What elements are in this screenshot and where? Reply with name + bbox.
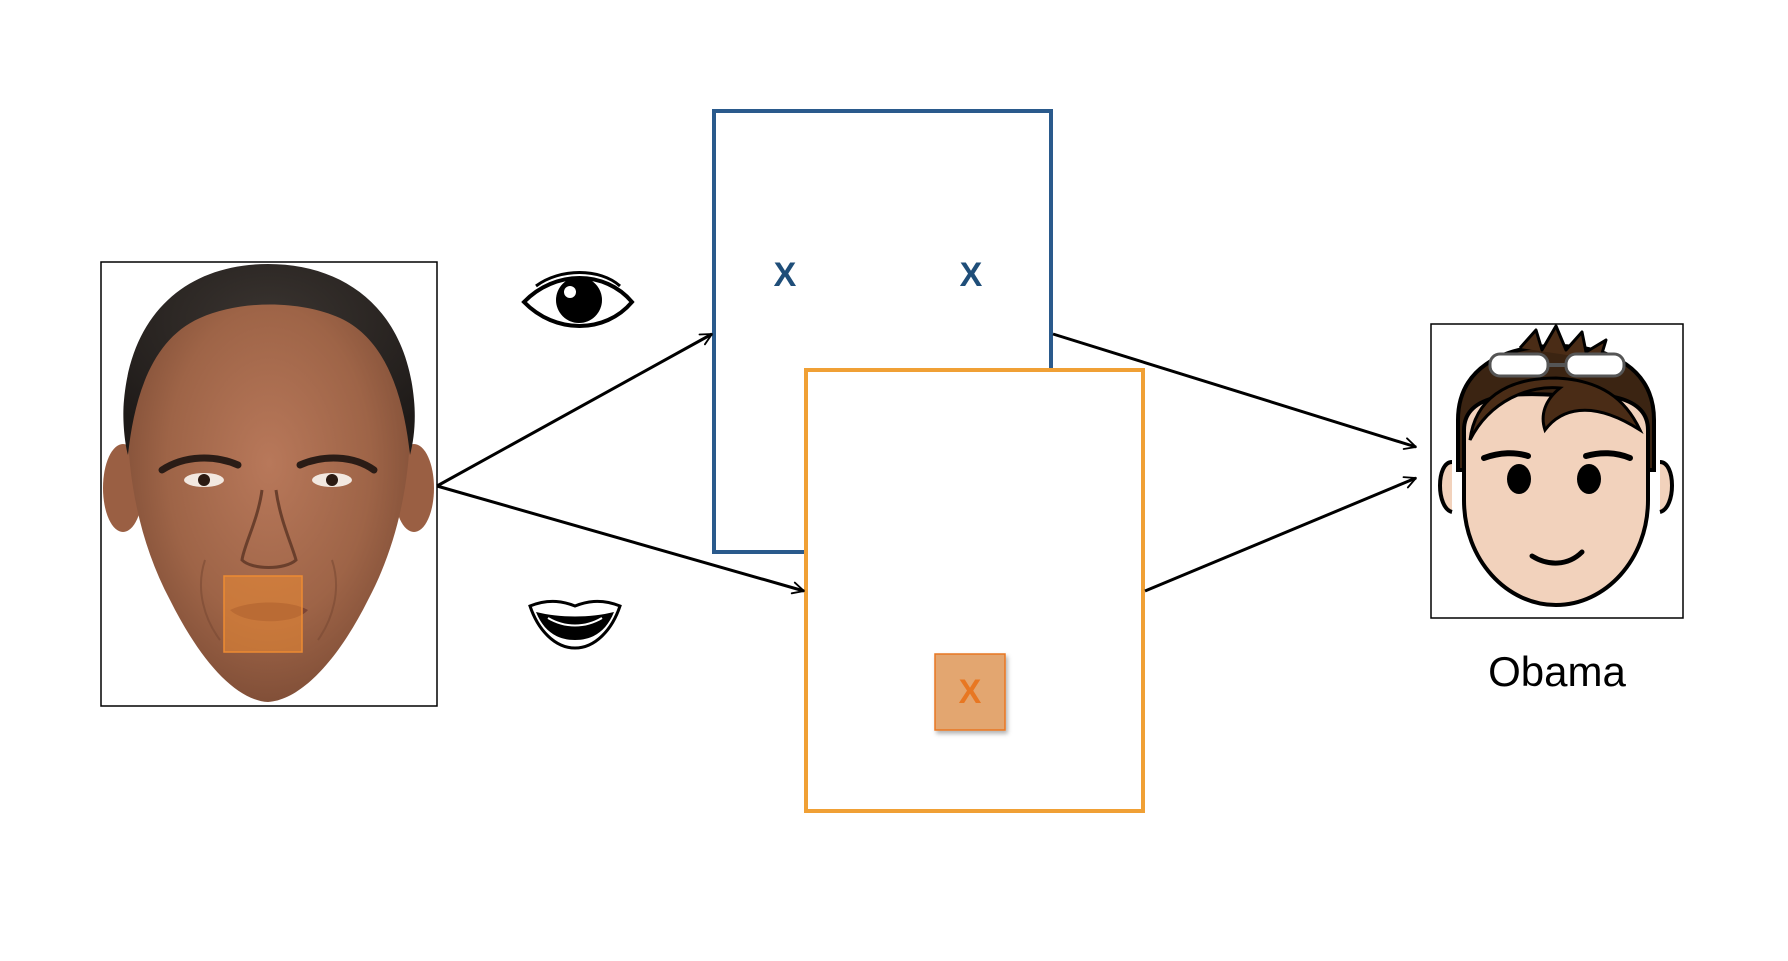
arrow-photo-to-mouth-map: [436, 484, 805, 595]
mouth-highlight-patch: [223, 575, 303, 653]
arrow-mouth-map-to-output: [1144, 476, 1417, 593]
mouth-icon: [528, 599, 622, 650]
mouth-map-patch: [934, 653, 1006, 731]
output-label: Obama: [1488, 648, 1626, 695]
mouth-feature-map: X: [804, 368, 1145, 813]
mouth-map-mark: X: [959, 673, 982, 711]
arrows: [436, 332, 1417, 595]
mouth-map-frame: [804, 368, 1145, 813]
eye-map-mark-left: X: [774, 256, 797, 294]
arrow-photo-to-eye-map: [436, 332, 713, 488]
cartoon-face-icon: [1438, 324, 1674, 608]
arrow-eye-map-to-output: [1052, 332, 1417, 450]
eye-icon: [521, 271, 635, 328]
input-photo: [100, 261, 438, 707]
eye-map-mark-right: X: [960, 256, 983, 294]
output-avatar: Obama: [1430, 323, 1684, 695]
